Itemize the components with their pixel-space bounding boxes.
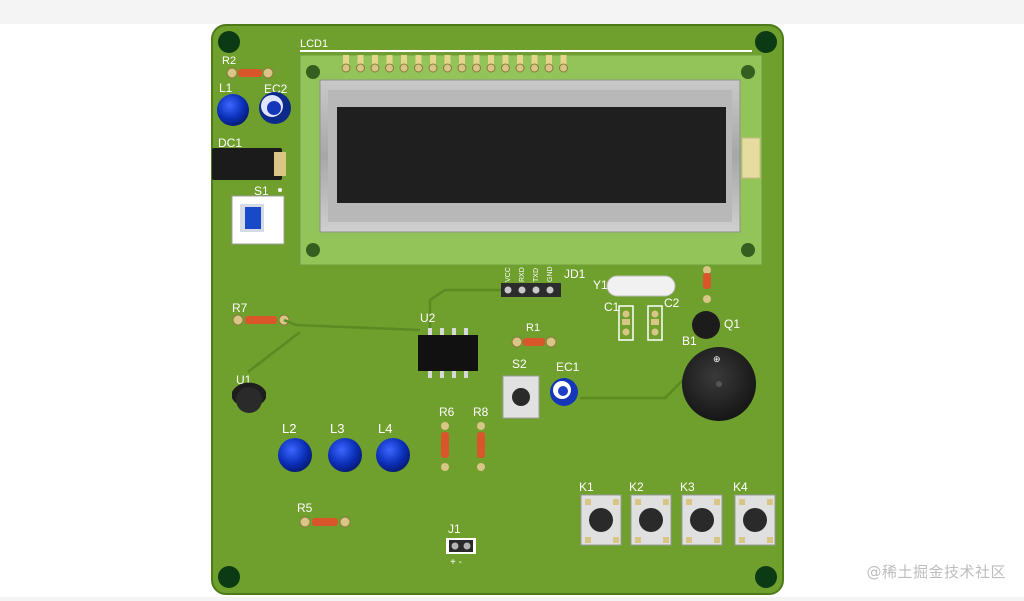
lcd-pin [356,55,365,73]
lcd-pin [515,55,525,73]
led-l1 [217,94,249,126]
dc-jack [212,148,282,180]
mount-hole [218,31,240,53]
mount-hole [755,566,777,588]
label-s1: S1 [254,184,269,198]
jd1-pin-label: RXD [519,267,526,282]
j1-pins: + - [450,557,462,568]
label-u2: U2 [420,311,436,325]
top-bar [0,0,1024,24]
resistor-r1 [511,336,557,348]
lcd-pin [414,55,423,73]
resistor-r5 [299,516,351,528]
label-q1: Q1 [724,317,740,331]
label-c2: C2 [664,296,680,310]
label-r8: R8 [473,405,489,419]
label-l1: L1 [219,81,233,95]
lcd-pin [559,55,568,73]
label-dc1: DC1 [218,136,242,150]
bottom-bar [0,597,1024,601]
mount-hole [218,566,240,588]
label-k2: K2 [629,480,644,494]
label-s2: S2 [512,357,527,371]
resistor-vertical-top [703,266,711,303]
lcd-pin [530,55,539,73]
transistor-q1 [692,311,720,339]
jd1-pin [532,286,540,294]
lcd-pin [341,55,351,73]
capacitor-c2 [647,305,663,341]
label-ec2: EC2 [264,82,288,96]
label-l2: L2 [282,421,296,436]
label-b1: B1 [682,334,697,348]
ic-pin [452,328,456,336]
jd1-pin [504,286,512,294]
ic-pin [464,370,468,378]
resistor-r7 [232,314,290,326]
lcd-pin [399,55,409,73]
jd1-pin-label: GND [547,266,554,282]
led-l2 [278,438,312,472]
resistor-r6 [441,422,449,471]
lcd-label: LCD1 [300,38,328,50]
led-l4 [376,438,410,472]
lcd-pin [443,55,452,73]
ic-pin [464,328,468,336]
lcd-pin [428,55,438,73]
ic-pin [440,370,444,378]
label-k4: K4 [733,480,748,494]
header-jd1 [501,283,561,297]
label-r5: R5 [297,501,313,515]
lcd-pin [501,55,510,73]
capacitor-c1 [618,305,634,341]
button-k2 [630,494,672,546]
pcb-traces [247,288,686,400]
watermark: @稀土掘金技术社区 [866,563,1006,581]
label-ec1: EC1 [556,360,580,374]
label-k1: K1 [579,480,594,494]
ic-pin [428,370,432,378]
jd1-pin-labels: VCC RXD TXD GND [505,266,554,282]
button-k1 [580,494,622,546]
led-l3 [328,438,362,472]
jd1-pin [546,286,554,294]
ic-pin [452,370,456,378]
resistor-r2 [226,67,274,79]
lcd-screen [337,107,726,203]
ic-pin [440,328,444,336]
lcd-pin [370,55,380,73]
jd1-pin-label: VCC [505,267,512,282]
label-r1: R1 [526,322,540,334]
button-k4 [734,494,776,546]
ic-u2 [418,335,478,371]
lcd-pin [544,55,554,73]
label-r7: R7 [232,301,248,315]
crystal-y1 [606,275,676,297]
jd1-pin [518,286,526,294]
mount-hole [755,31,777,53]
lcd-pin [385,55,394,73]
resistor-r8 [477,422,485,471]
lcd-pin [486,55,496,73]
label-jd1: JD1 [564,267,586,281]
label-r6: R6 [439,405,455,419]
jd1-pin-label: TXD [533,268,540,282]
label-y1: Y1 [593,278,608,292]
lcd-header-pins [341,55,568,73]
label-l4: L4 [378,421,392,436]
lcd-pin [457,55,467,73]
label-l3: L3 [330,421,344,436]
lcd-pin [472,55,481,73]
label-k3: K3 [680,480,695,494]
button-k3 [681,494,723,546]
label-j1: J1 [448,522,461,536]
label-c1: C1 [604,300,620,314]
ic-pin [428,328,432,336]
label-r2: R2 [222,55,236,67]
svg-text:⊕: ⊕ [713,354,721,364]
